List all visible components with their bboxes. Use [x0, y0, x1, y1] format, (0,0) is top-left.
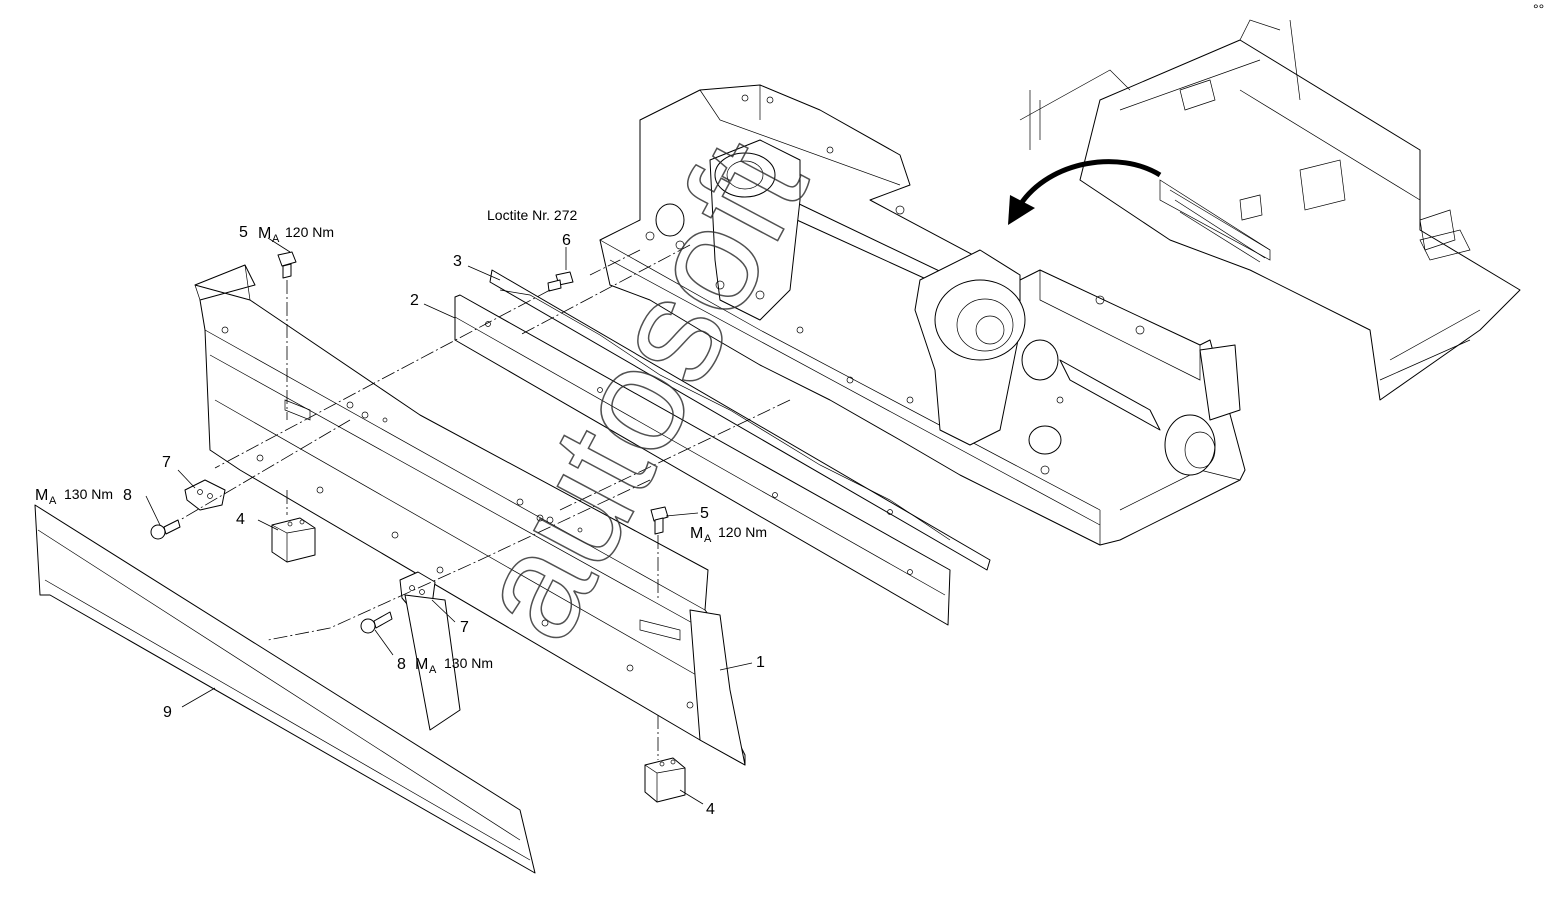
callout-4-right: 4 [706, 801, 715, 818]
coupling-end [1021, 339, 1216, 476]
torque-sub-8-left: A [49, 495, 57, 507]
callout-7-left: 7 [162, 454, 171, 471]
torque-sub-5-top: A [272, 233, 280, 245]
clamp-7-left [184, 479, 226, 511]
torque-value-5-top: 120 Nm [285, 224, 334, 240]
spacer-4-right [644, 757, 686, 803]
screw-6 [547, 271, 574, 292]
callout-8-right: 8 [397, 656, 406, 673]
callout-leaders [145, 237, 753, 805]
assembly-centerlines [179, 244, 791, 760]
spacer-4-left [271, 517, 316, 563]
callout-5-middle: 5 [700, 505, 709, 522]
callout-5-top: 5 [239, 224, 248, 241]
callout-3: 3 [453, 253, 462, 270]
loctite-label: Loctite Nr. 272 [487, 207, 577, 223]
bolt-5-top [277, 251, 297, 279]
corner-mark: °° [1533, 1, 1544, 17]
plate-1 [194, 264, 746, 766]
callout-7-right: 7 [460, 619, 469, 636]
callout-labels: 5 M A 120 Nm Loctite Nr. 272 6 3 2 7 M A… [35, 1, 1544, 818]
clamp-7-right [399, 571, 461, 731]
bolt-8-left [150, 519, 181, 540]
bearing-housing-right [914, 249, 1026, 446]
torque-value-8-right: 130 Nm [444, 655, 493, 671]
screed-frame-assembly [599, 84, 1246, 546]
bearing-housing-left [709, 139, 801, 321]
direction-arrow-icon [1008, 159, 1162, 225]
torque-sub-5-middle: A [704, 533, 712, 545]
torque-symbol-5-top: M [258, 225, 271, 242]
callout-8-left: 8 [123, 487, 132, 504]
torque-symbol-8-right: M [415, 656, 428, 673]
bolt-5-middle [650, 506, 669, 535]
callout-6: 6 [562, 232, 571, 249]
torque-sub-8-right: A [429, 664, 437, 676]
torque-value-5-middle: 120 Nm [718, 524, 767, 540]
torque-symbol-5-middle: M [690, 525, 703, 542]
plate-3 [489, 269, 991, 571]
callout-1: 1 [756, 654, 765, 671]
plate-2 [454, 294, 951, 626]
torque-symbol-8-left: M [35, 487, 48, 504]
bolt-8-right [360, 611, 393, 634]
callout-2: 2 [410, 292, 419, 309]
callout-9: 9 [163, 704, 172, 721]
machine-overview-inset [1019, 19, 1521, 401]
torque-value-8-left: 130 Nm [64, 486, 113, 502]
callout-4-left: 4 [236, 511, 245, 528]
blade-9 [34, 504, 536, 874]
